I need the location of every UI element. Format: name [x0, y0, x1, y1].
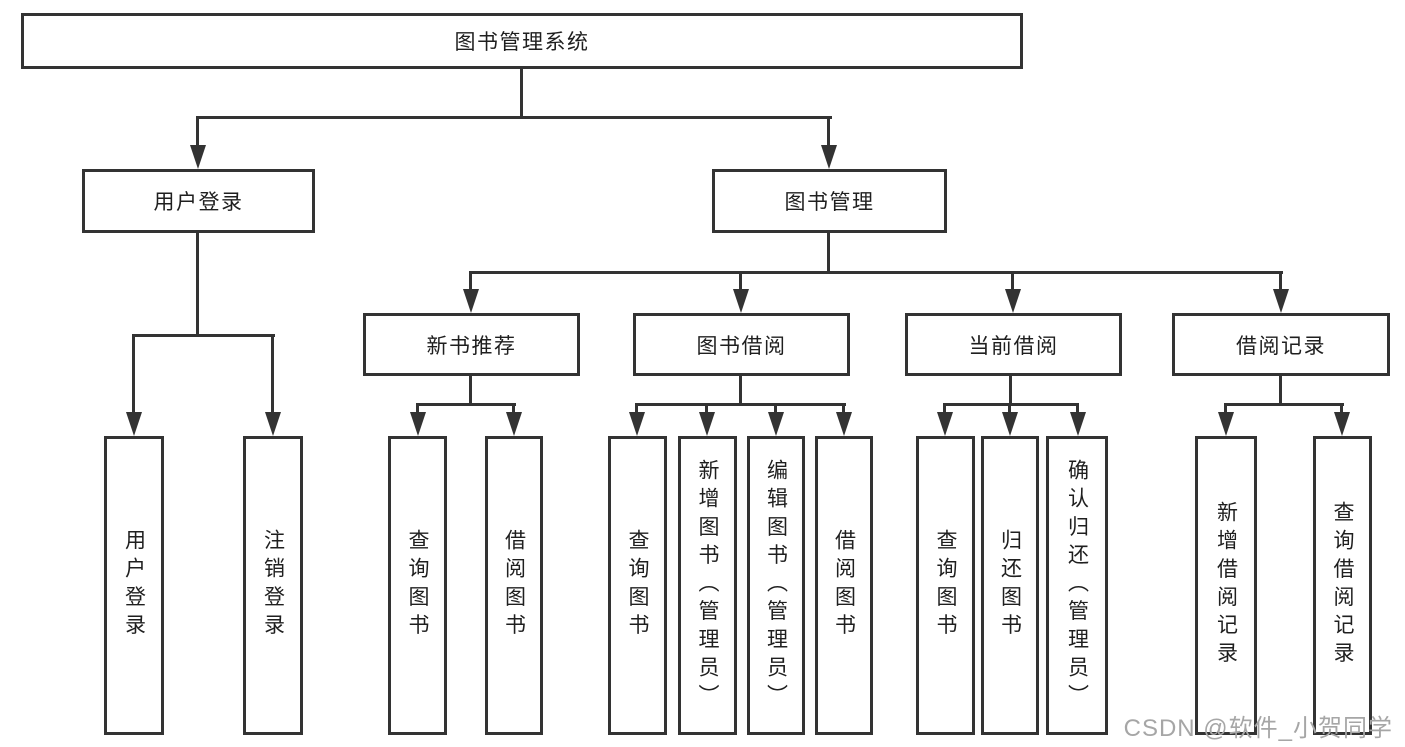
node-borrowing-records: 借阅记录 — [1172, 313, 1390, 376]
arrow-down-icon — [1002, 412, 1018, 436]
connector-recommend-drop-2 — [512, 403, 515, 415]
connector-book-mgmt-drop-1 — [469, 271, 472, 291]
connector-borrowing-drop-4 — [842, 403, 845, 415]
connector-recommend-bar — [416, 403, 516, 406]
node-book-management: 图书管理 — [712, 169, 947, 233]
node-borrowing-add-book-admin: 新增图书（管理员） — [678, 436, 737, 735]
node-label: 图书管理系统 — [454, 31, 590, 54]
connector-user-login-stem — [196, 233, 199, 337]
node-label: 注销登录 — [261, 529, 285, 642]
connector-book-mgmt-bar — [469, 271, 1283, 274]
arrow-down-icon — [821, 145, 837, 169]
node-label: 查询借阅记录 — [1331, 501, 1354, 670]
node-label: 查询图书 — [934, 529, 957, 642]
node-user-login: 用户登录 — [82, 169, 315, 233]
node-label: 编辑图书（管理员） — [764, 458, 788, 713]
node-recommend-borrow-books: 借阅图书 — [485, 436, 543, 735]
node-current-confirm-return-admin: 确认归还（管理员） — [1046, 436, 1108, 735]
connector-current-bar — [943, 403, 1079, 406]
node-current-query-books: 查询图书 — [916, 436, 975, 735]
arrow-down-icon — [629, 412, 645, 436]
arrow-down-icon — [265, 412, 281, 436]
arrow-down-icon — [463, 289, 479, 313]
node-label: 查询图书 — [626, 529, 649, 642]
node-recommend-query-books: 查询图书 — [388, 436, 447, 735]
connector-current-drop-2 — [1008, 403, 1011, 415]
node-library-management-system: 图书管理系统 — [21, 13, 1023, 69]
node-label: 借阅图书 — [502, 529, 526, 642]
node-label: 归还图书 — [998, 529, 1022, 642]
node-add-borrow-record: 新增借阅记录 — [1195, 436, 1257, 735]
connector-recommend-drop-1 — [416, 403, 419, 415]
connector-borrowing-bar — [635, 403, 846, 406]
connector-book-mgmt-drop-3 — [1011, 271, 1014, 291]
connector-borrowing-stem — [739, 376, 742, 406]
csdn-watermark: CSDN @软件_小贺同学 — [1123, 715, 1393, 742]
arrow-down-icon — [1273, 289, 1289, 313]
connector-book-mgmt-drop-2 — [739, 271, 742, 291]
node-label: 借阅图书 — [832, 529, 856, 642]
arrow-down-icon — [1070, 412, 1086, 436]
node-user-login-leaf: 用户登录 — [104, 436, 164, 735]
arrow-down-icon — [126, 412, 142, 436]
arrow-down-icon — [836, 412, 852, 436]
node-label: 当前借阅 — [968, 334, 1059, 358]
connector-current-drop-1 — [943, 403, 946, 415]
arrow-down-icon — [699, 412, 715, 436]
node-book-borrowing: 图书借阅 — [633, 313, 850, 376]
node-current-borrowing: 当前借阅 — [905, 313, 1122, 376]
connector-root-drop-right — [827, 116, 830, 148]
node-borrowing-edit-book-admin: 编辑图书（管理员） — [747, 436, 805, 735]
node-logout-leaf: 注销登录 — [243, 436, 303, 735]
connector-book-mgmt-stem — [827, 233, 830, 274]
node-label: 查询图书 — [406, 529, 429, 642]
arrow-down-icon — [733, 289, 749, 313]
connector-current-stem — [1009, 376, 1012, 406]
node-query-borrow-record: 查询借阅记录 — [1313, 436, 1372, 735]
connector-user-login-drop-1 — [132, 334, 135, 414]
node-new-book-recommendation: 新书推荐 — [363, 313, 580, 376]
connector-records-stem — [1279, 376, 1282, 406]
node-label: 确认归还（管理员） — [1065, 458, 1089, 713]
node-label: 借阅记录 — [1236, 334, 1326, 358]
connector-recommend-stem — [469, 376, 472, 406]
node-label: 新增借阅记录 — [1214, 501, 1238, 670]
arrow-down-icon — [1218, 412, 1234, 436]
connector-borrowing-drop-1 — [635, 403, 638, 415]
node-label: 图书管理 — [784, 191, 875, 214]
arrow-down-icon — [1005, 289, 1021, 313]
arrow-down-icon — [1334, 412, 1350, 436]
connector-user-login-drop-2 — [271, 334, 274, 414]
arrow-down-icon — [410, 412, 426, 436]
connector-current-drop-3 — [1076, 403, 1079, 415]
node-label: 新书推荐 — [426, 334, 517, 358]
arrow-down-icon — [190, 145, 206, 169]
node-current-return-books: 归还图书 — [981, 436, 1039, 735]
node-label: 用户登录 — [122, 529, 146, 642]
connector-records-drop-2 — [1340, 403, 1343, 415]
arrow-down-icon — [768, 412, 784, 436]
node-label: 图书借阅 — [696, 334, 787, 358]
node-label: 用户登录 — [153, 191, 244, 214]
connector-records-bar — [1224, 403, 1344, 406]
connector-user-login-bar — [132, 334, 275, 337]
connector-root-stem — [520, 69, 523, 118]
connector-book-mgmt-drop-4 — [1279, 271, 1282, 291]
connector-root-drop-left — [196, 116, 199, 148]
connector-borrowing-drop-2 — [705, 403, 708, 415]
node-label: 新增图书（管理员） — [696, 458, 719, 713]
node-borrowing-borrow-books: 借阅图书 — [815, 436, 873, 735]
arrow-down-icon — [937, 412, 953, 436]
connector-borrowing-drop-3 — [774, 403, 777, 415]
node-borrowing-query-books: 查询图书 — [608, 436, 667, 735]
connector-records-drop-1 — [1224, 403, 1227, 415]
arrow-down-icon — [506, 412, 522, 436]
connector-root-bar — [196, 116, 832, 119]
